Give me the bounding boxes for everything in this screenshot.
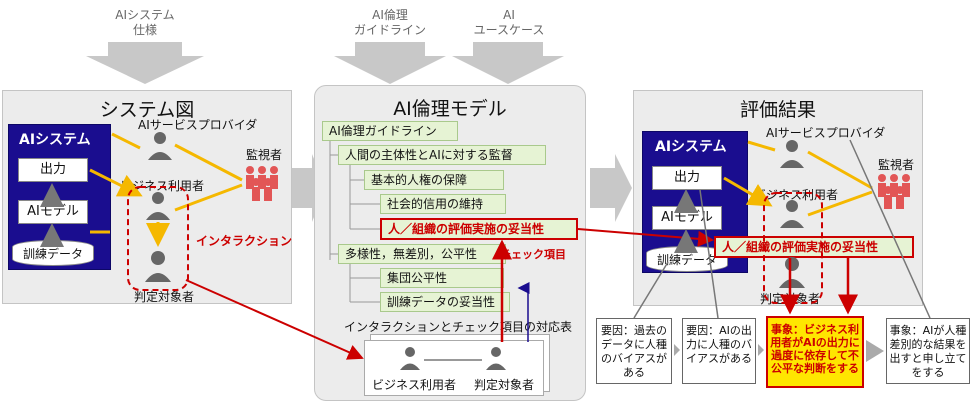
guideline-evaluation-validity: 人／組織の評価実施の妥当性 <box>380 218 578 240</box>
guideline-group-fairness: 集団公平性 <box>380 268 504 288</box>
eval-monitor-label: 監視者 <box>878 158 915 172</box>
monitor-label: 監視者 <box>246 148 283 162</box>
cause-ai-output-bias: 要因：AIの出力に人種のバイアスがある <box>682 318 756 384</box>
mapping-business-user-icon <box>400 347 420 370</box>
eval-provider-person-icon <box>780 140 804 168</box>
input-label-spec: AIシステム 仕様 <box>105 8 185 38</box>
guideline-diversity-fairness: 多様性，無差別，公平性 <box>338 244 506 264</box>
eval-highlight-check: 人／組織の評価実施の妥当性 <box>714 236 914 258</box>
provider-person-icon <box>148 132 172 160</box>
usecase-line1: AI <box>503 8 515 22</box>
guideline-root: AI倫理ガイドライン <box>322 121 458 141</box>
guideline-training-data: 訓練データの妥当性 <box>380 292 510 312</box>
provider-label: AIサービスプロバイダ <box>138 118 258 132</box>
eval-output-box: 出力 <box>652 166 722 190</box>
eval-ai-system-label: AIシステム <box>655 139 727 155</box>
event-over-reliance: 事象：ビジネス利用者がAIの出力に過度に依存して不公平な判断をする <box>766 316 864 388</box>
guideline-line2: ガイドライン <box>353 23 426 37</box>
ai-system-label: AIシステム <box>19 132 91 148</box>
mapping-table-title: インタラクションとチェック項目の対応表 <box>344 320 573 334</box>
spec-input-arrow <box>86 42 204 84</box>
system-diagram-title: システム図 <box>99 99 195 121</box>
eval-business-user-label: ビジネス利用者 <box>754 188 839 202</box>
mapping-business-user: ビジネス利用者 <box>372 378 457 392</box>
subject-label: 判定対象者 <box>134 290 195 304</box>
spec-line1: AIシステム <box>115 8 175 22</box>
mapping-table <box>364 340 544 396</box>
flow-arrow-2 <box>590 154 632 222</box>
usecase-input-arrow <box>452 42 564 84</box>
subject-person-icon <box>145 251 171 282</box>
monitor-group-icon <box>246 166 278 201</box>
mapping-subject-icon <box>486 347 506 370</box>
eval-business-user-person-icon <box>780 200 804 228</box>
ai-model-box: AIモデル <box>18 200 88 224</box>
spec-line2: 仕様 <box>132 23 157 37</box>
event-chain-arrow <box>866 340 884 362</box>
check-item-label: チェック項目 <box>500 248 566 261</box>
guideline-social-trust: 社会的信用の維持 <box>380 194 506 214</box>
guideline-line1: AI倫理 <box>372 8 408 22</box>
evaluation-title: 評価結果 <box>739 99 816 121</box>
eval-subject-person-icon <box>779 257 805 288</box>
eval-monitor-group-icon <box>878 174 910 209</box>
guideline-human-oversight: 人間の主体性とAIに対する監督 <box>338 145 546 165</box>
input-label-usecase: AI ユースケース <box>466 8 552 38</box>
guideline-human-rights: 基本的人権の保障 <box>364 170 504 190</box>
eval-provider-label: AIサービスプロバイダ <box>766 126 886 140</box>
usecase-line2: ユースケース <box>473 23 545 37</box>
guideline-input-arrow <box>334 42 446 84</box>
event-discrimination-claim: 事象：AIが人種差別的な結果を出すと申し立てをする <box>886 318 970 384</box>
cause-past-data-bias: 要因：過去のデータに人種のバイアスがある <box>596 318 672 384</box>
mapping-subject: 判定対象者 <box>474 378 535 392</box>
interaction-label: インタラクション <box>196 234 293 248</box>
interaction-dashed-outline <box>127 186 189 291</box>
ethics-model-title: AI倫理モデル <box>393 98 507 120</box>
input-label-guideline: AI倫理 ガイドライン <box>348 8 432 38</box>
business-user-person-icon <box>146 192 170 220</box>
output-box: 出力 <box>18 158 88 182</box>
